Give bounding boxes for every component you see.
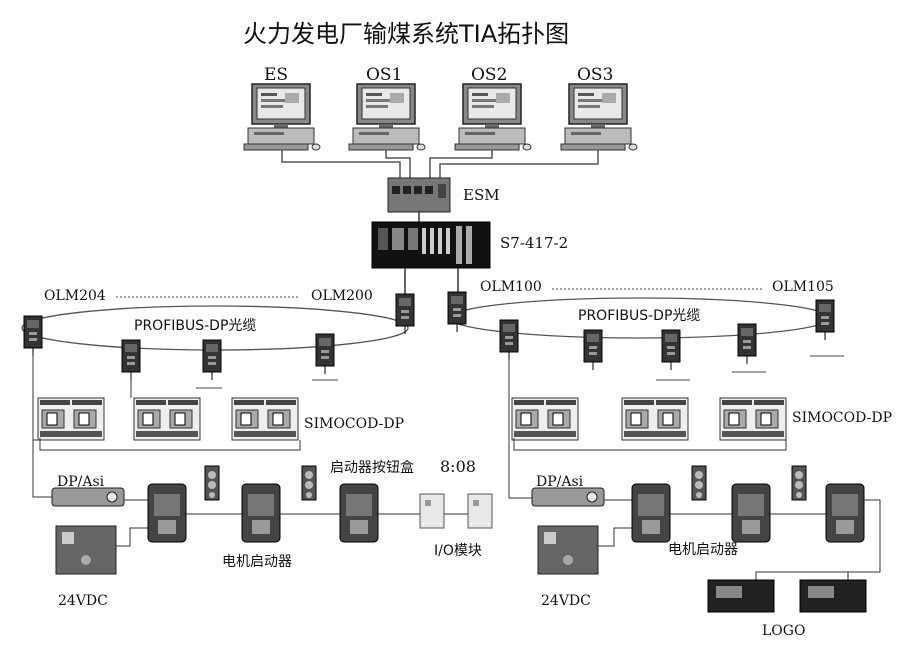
left-ring-label: PROFIBUS-DP光缆 [134,318,256,334]
right-simocode-icon [511,397,579,441]
left-dpasi-label: DP/Asi [57,474,105,490]
left-olm-module-icon [121,339,141,381]
left-motor-starter-label: 电机启动器 [222,554,292,570]
left-olm-a-label: OLM204 [44,288,106,304]
right-olm-a-label: OLM100 [480,279,542,295]
workstation-os3-icon [560,83,638,151]
left-power-supply-icon [55,525,117,575]
left-io-label: I/O模块 [434,543,482,559]
right-olm-module-icon [661,329,681,371]
right-dpasi-coupler-icon [531,487,605,507]
left-simocode-icon [231,397,299,441]
left-simocode-icon [37,397,105,441]
right-power-label: 24VDC [541,593,591,609]
plc-label: S7-417-2 [500,234,568,252]
right-olm-b-label: OLM105 [772,279,834,295]
station-label-os2: OS2 [471,65,507,85]
diagram-title: 火力发电厂输煤系统TIA拓扑图 [243,20,569,48]
station-label-os3: OS3 [577,65,613,85]
logo-label: LOGO [762,623,805,639]
right-simocode-icon [719,397,787,441]
right-motor-starter-icon [825,483,865,543]
right-olm-module-icon [815,299,835,341]
right-dpasi-label: DP/Asi [536,474,584,490]
right-motor-starter-icon [731,483,771,543]
left-button-box-icon [301,465,317,501]
left-olm-module-icon [23,315,43,357]
left-motor-starter-icon [147,483,187,543]
left-clock-text: 8:08 [440,457,476,476]
esm-label: ESM [463,186,500,204]
left-motor-starter-icon [241,483,281,543]
logo-module-icon [707,579,867,613]
right-simocode-label: SIMOCOD-DP [792,410,892,426]
esm-switch-icon [387,177,451,213]
right-olm-module-icon [583,329,603,371]
right-ring-label: PROFIBUS-DP光缆 [578,308,700,324]
station-label-es: ES [264,65,288,85]
right-motor-starter-label: 电机启动器 [668,542,738,558]
workstation-os2-icon [454,83,532,151]
right-motor-starter-icon [631,483,671,543]
workstation-es-icon [243,83,321,151]
left-olm-module-icon [395,293,415,335]
left-olm-b-label: OLM200 [311,288,373,304]
left-simocode-icon [133,397,201,441]
right-simocode-icon [621,397,689,441]
ethernet-links [281,150,599,178]
s7-plc-rack-icon [371,221,491,269]
station-label-os1: OS1 [366,65,402,85]
left-olm-module-icon [202,339,222,381]
left-power-label: 24VDC [58,593,108,609]
left-dpasi-coupler-icon [51,487,125,507]
left-button-box-label: 启动器按钮盒 [330,459,414,476]
right-button-box-icon [791,465,807,501]
left-motor-starter-icon [339,483,379,543]
right-power-supply-icon [537,525,599,575]
left-simocode-label: SIMOCOD-DP [304,416,404,432]
left-io-module-icon [419,493,493,529]
right-button-box-icon [691,465,707,501]
left-button-box-icon [204,465,220,501]
right-olm-module-icon [737,323,757,365]
right-olm-module-icon [499,319,519,361]
workstation-os1-icon [348,83,426,151]
left-olm-module-icon [315,333,335,375]
